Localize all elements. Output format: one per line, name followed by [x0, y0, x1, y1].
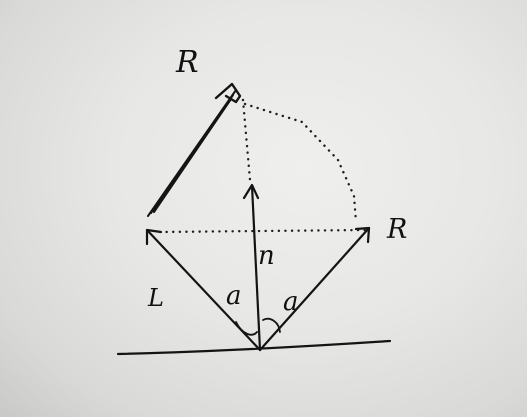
- dotted-line-vertical-top: [241, 98, 252, 182]
- angle-arc-left: [235, 321, 258, 336]
- normal-vector: [250, 184, 262, 352]
- reflected-arrowhead-top: [214, 82, 242, 104]
- label-angle-left: a: [226, 281, 242, 311]
- label-normal: n: [258, 241, 275, 271]
- label-reflected-top: R: [175, 45, 199, 80]
- reflected-vector-top: [147, 89, 237, 217]
- label-angle-right: a: [283, 287, 299, 317]
- dotted-line-diagonal: [243, 102, 358, 224]
- label-reflected-right: R: [386, 214, 407, 245]
- light-arrowhead: [145, 228, 163, 246]
- surface-line: [116, 339, 392, 356]
- reflected-vector-right: [258, 226, 371, 352]
- dotted-line-horizontal: [158, 228, 368, 234]
- normal-arrowhead: [242, 183, 260, 200]
- label-light: L: [147, 284, 164, 312]
- reflected-arrowhead-right: [354, 226, 371, 244]
- angle-arc-right: [262, 317, 281, 333]
